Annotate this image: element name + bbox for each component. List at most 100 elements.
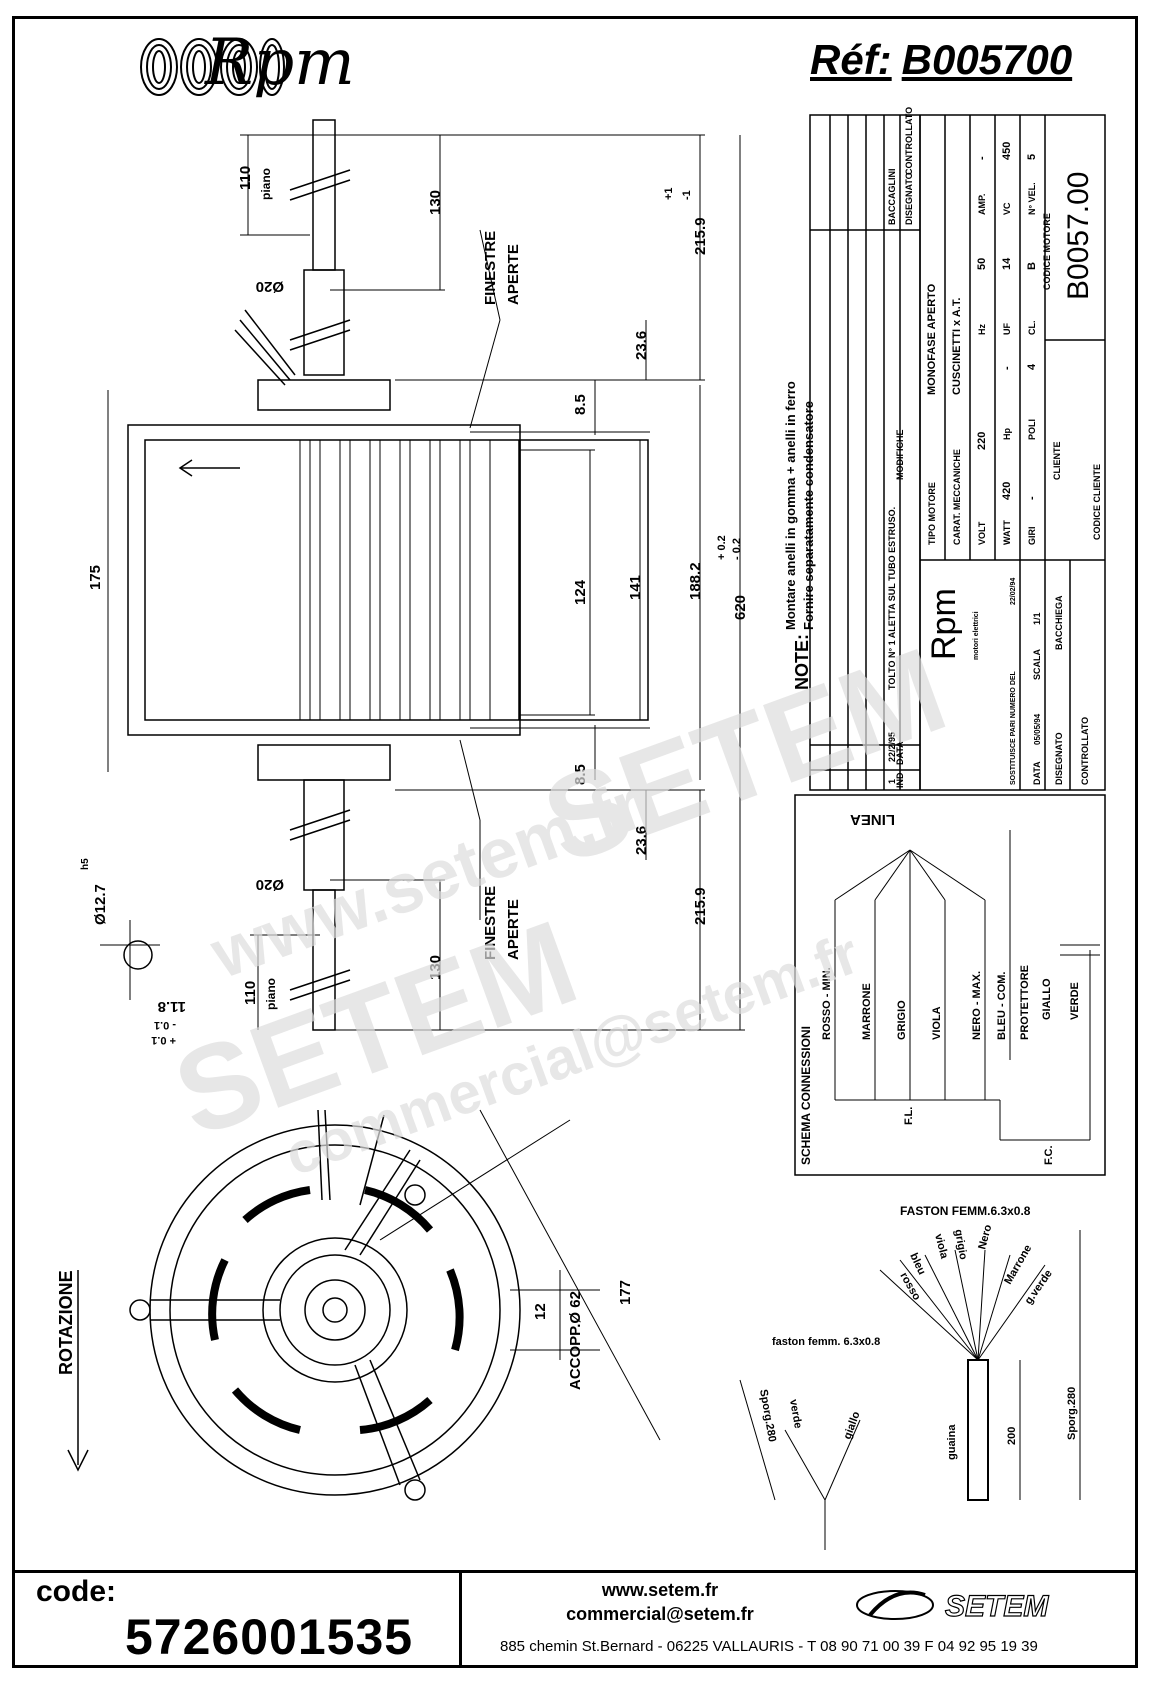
dim-620: 620 bbox=[732, 595, 749, 620]
tb-vc-val: 450 bbox=[1001, 142, 1013, 160]
website-link[interactable]: www.setem.fr bbox=[601, 1580, 719, 1600]
faston-title: FASTON FEMM.6.3x0.8 bbox=[900, 1204, 1031, 1218]
tol-0-2-minus: - 0.2 bbox=[731, 538, 743, 560]
tb-disegnato-val: BACCHIEGA bbox=[1054, 595, 1064, 650]
cable-viola: viola bbox=[932, 1233, 950, 1261]
dim-110-bottom: 110 bbox=[242, 981, 259, 1005]
tb-logo-sub: motori elettrici bbox=[973, 611, 980, 660]
tb-carat-val: CUSCINETTI x A.T. bbox=[951, 298, 963, 395]
dim-215-bottom: 215.9 bbox=[692, 887, 709, 925]
dim-h5: h5 bbox=[80, 858, 91, 870]
dim-141: 141 bbox=[627, 575, 644, 600]
tb-controllato: CONTROLLATO bbox=[1080, 717, 1090, 785]
dim-124: 124 bbox=[572, 579, 589, 605]
dim-12: 12 bbox=[532, 1303, 549, 1320]
tb-uf: UF bbox=[1002, 323, 1012, 335]
schema-linea: LINEA bbox=[850, 811, 895, 828]
aperte-bottom: APERTE bbox=[505, 899, 522, 960]
finestre-top: FINESTRE bbox=[482, 231, 499, 305]
setem-logo-text: SETEM bbox=[945, 1590, 1049, 1623]
tb-amp-val: - bbox=[976, 156, 988, 160]
tol-0-1-minus: - 0.1 bbox=[154, 1019, 176, 1031]
contact: www.setem.fr commercial@setem.fr bbox=[560, 1578, 760, 1626]
motor-body bbox=[127, 424, 521, 736]
tb-disegnato: DISEGNATO bbox=[1054, 732, 1064, 785]
ref-label: Réf: bbox=[810, 36, 892, 83]
wire-grigio: GRIGIO bbox=[896, 1000, 908, 1040]
code-label: code: bbox=[36, 1575, 117, 1608]
dim-130: 130 bbox=[427, 190, 444, 215]
note-label: NOTE: bbox=[792, 634, 812, 690]
wire-protettore: PROTETTORE bbox=[1019, 965, 1031, 1040]
dim-12-7: Ø12.7 bbox=[92, 884, 109, 925]
tb-data-head: DATA bbox=[895, 741, 905, 765]
tb-codice-cliente: CODICE CLIENTE bbox=[1092, 464, 1102, 540]
tb-data: DATA bbox=[1032, 761, 1042, 785]
dim-23-bottom: 23.6 bbox=[633, 826, 650, 855]
tol-plus-1: +1 bbox=[663, 187, 675, 200]
reference: Réf:B005700 bbox=[810, 36, 1072, 84]
ref-value: B005700 bbox=[901, 36, 1073, 83]
front-view bbox=[129, 1109, 661, 1501]
finestre-bottom: FINESTRE bbox=[482, 886, 499, 960]
dim-177: 177 bbox=[617, 1280, 634, 1305]
tb-scala: SCALA bbox=[1032, 649, 1042, 680]
tol-minus-1: -1 bbox=[681, 190, 693, 200]
wire-viola: VIOLA bbox=[931, 1006, 943, 1040]
tb-cl: CL. bbox=[1027, 321, 1037, 336]
tb-cliente: CLIENTE bbox=[1052, 441, 1062, 480]
cable-sporg: Sporg.280 bbox=[1066, 1387, 1078, 1440]
tb-hz-val: 50 bbox=[976, 258, 988, 270]
bearing-top bbox=[257, 379, 391, 411]
tb-watt-val: 420 bbox=[1001, 482, 1013, 500]
tb-rev-text: TOLTO N° 1 ALETTA SUL TUBO ESTRUSO. bbox=[887, 507, 897, 690]
tb-uf-val: 14 bbox=[1001, 257, 1013, 270]
email-link[interactable]: commercial@setem.fr bbox=[566, 1604, 754, 1624]
tb-hp-val: - bbox=[1001, 366, 1013, 370]
tb-baccaglini: BACCAGLINI bbox=[887, 169, 897, 226]
setem-logo: SETEM bbox=[856, 1589, 1050, 1624]
tb-sostituisce: SOSTITUISCE PARI NUMERO DEL bbox=[1010, 670, 1017, 785]
tb-controllato-head: CONTROLLATO bbox=[904, 107, 914, 175]
wire-marrone: MARRONE bbox=[861, 983, 873, 1040]
tb-carat: CARAT. MECCANICHE bbox=[952, 449, 962, 545]
wire-verde: VERDE bbox=[1069, 982, 1081, 1020]
tb-amp: AMP. bbox=[977, 194, 987, 215]
tb-modifiche: MODIFICHE bbox=[895, 430, 905, 481]
dim-110: 110 bbox=[237, 166, 254, 190]
schema-box bbox=[794, 794, 1106, 1176]
tb-sostituisce-date: 22/02/94 bbox=[1010, 578, 1017, 605]
code-box bbox=[12, 1570, 462, 1668]
cable-nero: Nero bbox=[976, 1223, 994, 1251]
tb-logo: Rpm bbox=[925, 588, 963, 660]
tb-cl-val: B bbox=[1026, 262, 1038, 270]
tb-hz: Hz bbox=[977, 324, 987, 335]
drawing-frame bbox=[12, 16, 1138, 1668]
cable-sporg-small: Sporg.280 bbox=[757, 1388, 778, 1442]
wire-nero: NERO - MAX. bbox=[971, 971, 983, 1040]
tb-giri: GIRI bbox=[1027, 526, 1037, 545]
tb-watt: WATT bbox=[1002, 520, 1012, 545]
tb-volt: VOLT bbox=[977, 521, 987, 545]
tb-tipo-motore-val: MONOFASE APERTO bbox=[926, 283, 938, 395]
address: 885 chemin St.Bernard - 06225 VALLAURIS … bbox=[500, 1638, 1038, 1655]
footer bbox=[12, 1570, 1138, 1671]
cable-grigio: grigio bbox=[952, 1228, 969, 1260]
tb-ind: IND bbox=[895, 772, 905, 788]
dim-130-bottom: 130 bbox=[427, 955, 444, 980]
tb-nvel: N° VEL. bbox=[1027, 182, 1037, 215]
tb-poli: POLI bbox=[1027, 419, 1037, 440]
cable-guaina: guaina bbox=[946, 1424, 958, 1460]
brand-name: Rpm bbox=[205, 26, 355, 100]
dim-215-top: 215.9 bbox=[692, 217, 709, 255]
note-line-2: Fornire separatamente condensatore bbox=[801, 401, 816, 630]
code-value: 5726001535 bbox=[125, 1609, 414, 1665]
tol-0-2-plus: + 0.2 bbox=[716, 535, 728, 560]
tb-rev-date: 22/2/95 bbox=[887, 732, 897, 762]
aperte-top: APERTE bbox=[505, 244, 522, 305]
tol-0-1-plus: + 0.1 bbox=[151, 1034, 176, 1046]
schema-fc: F.C. bbox=[1043, 1145, 1055, 1165]
dim-piano: piano bbox=[259, 168, 273, 200]
bearing-bottom bbox=[257, 744, 391, 781]
shaft-top bbox=[312, 119, 336, 271]
